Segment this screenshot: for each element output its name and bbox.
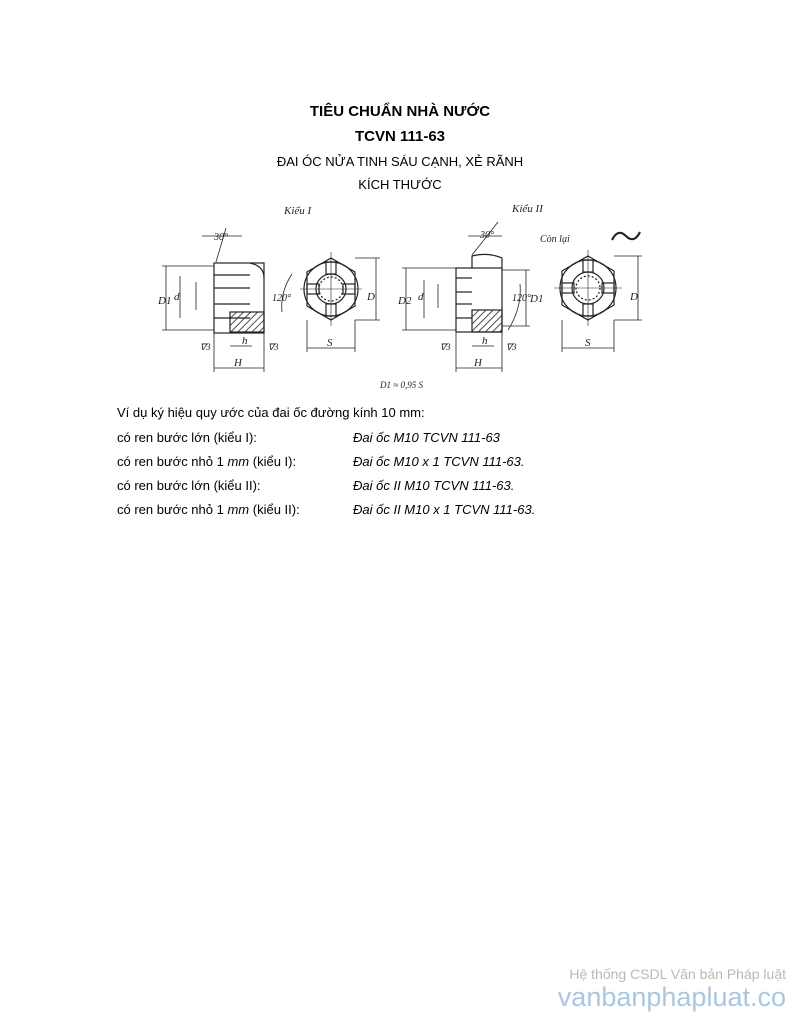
- standard-code: TCVN 111-63: [354, 128, 446, 145]
- surface-mark-3: ∇3: [440, 342, 451, 352]
- dim-h-type1: h: [242, 335, 248, 347]
- example-label: có ren bước lớn (kiểu I):: [117, 430, 257, 445]
- dim-D-type2: D: [629, 291, 638, 303]
- example-label-unit: mm: [227, 454, 250, 469]
- formula-label: D1 ≈ 0,95 S: [379, 380, 423, 390]
- angle-120-type2: 120°: [512, 293, 531, 304]
- dim-d1-type1: D1: [157, 295, 171, 307]
- dim-H-type1: H: [233, 357, 243, 369]
- surface-finish-icon: [611, 231, 641, 241]
- example-value: Đai ốc II M10 TCVN 111-63.: [353, 478, 515, 493]
- document-title: TIÊU CHUẨN NHÀ NƯỚC: [309, 103, 491, 120]
- dim-H-type2: H: [473, 357, 483, 369]
- example-value: Đai ốc M10 x 1 TCVN 111-63.: [353, 454, 525, 469]
- angle-label-type2: 30°: [479, 230, 494, 241]
- examples-intro: Ví dụ ký hiệu quy ước của đai ốc đường k…: [117, 405, 425, 420]
- watermark-site: vanbanphapluat.co: [557, 982, 786, 1012]
- type1-front-view: [281, 252, 380, 352]
- surface-mark-2: ∇3: [268, 342, 279, 352]
- dim-D-type1: D: [366, 291, 375, 303]
- type2-side-view: [402, 221, 530, 372]
- type2-front-view: [554, 231, 642, 352]
- example-value: Đai ốc M10 TCVN 111-63: [353, 430, 500, 445]
- dim-d-type2: d: [418, 291, 424, 303]
- watermark-line1: Hệ thống CSDL Văn bản Pháp luật: [569, 966, 786, 982]
- dim-S-type1: S: [327, 337, 333, 349]
- example-label: có ren bước nhỏ 1: [117, 502, 228, 517]
- dim-d1-type2: D1: [529, 293, 543, 305]
- section-heading: KÍCH THƯỚC: [358, 177, 442, 192]
- example-value: Đai ốc II M10 x 1 TCVN 111-63.: [353, 502, 536, 517]
- type1-side-view: [162, 227, 265, 372]
- example-label: có ren bước lớn (kiểu II):: [117, 478, 261, 493]
- dim-d2-type2: D2: [397, 295, 412, 307]
- type1-label: Kiểu I: [283, 205, 313, 217]
- dim-S-type2: S: [585, 337, 591, 349]
- example-label: có ren bước nhỏ 1: [117, 454, 228, 469]
- dim-d-type1: d: [174, 291, 180, 303]
- remaining-label: Còn lại: [540, 234, 570, 245]
- technical-drawing: Kiểu I Kiểu II Còn lại 30° 30° 120° 120°…: [157, 203, 642, 390]
- angle-label-type1: 30°: [213, 232, 228, 243]
- example-label-unit: mm: [227, 502, 250, 517]
- angle-120-type1: 120°: [272, 293, 291, 304]
- document-subtitle: ĐAI ÓC NỬA TINH SÁU CẠNH, XẺ RÃNH: [276, 154, 524, 169]
- type2-label: Kiểu II: [511, 203, 544, 215]
- surface-mark-1: ∇3: [200, 342, 211, 352]
- dim-h-type2: h: [482, 335, 488, 347]
- example-label-suffix: (kiểu II):: [249, 502, 300, 517]
- surface-mark-4: ∇3: [506, 342, 517, 352]
- example-label-suffix: (kiểu I):: [249, 454, 297, 469]
